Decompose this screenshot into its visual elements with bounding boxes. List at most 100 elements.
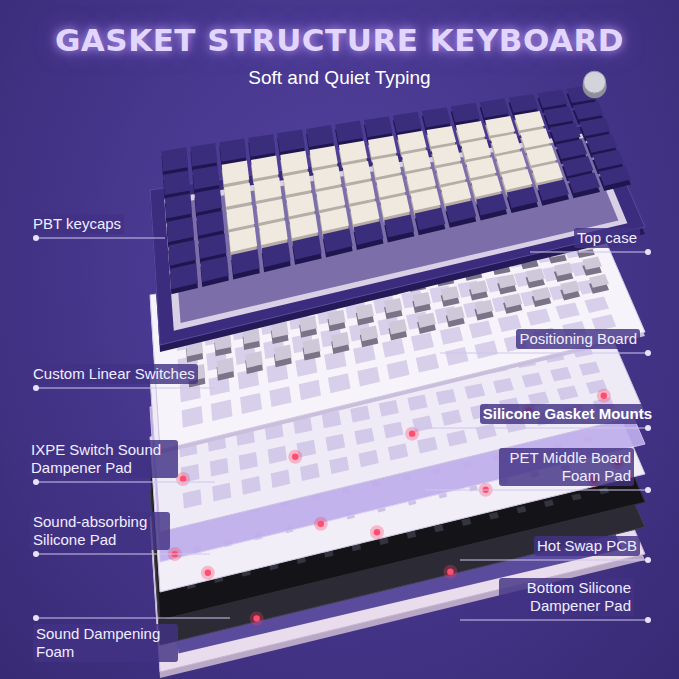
keycap: [393, 112, 422, 133]
leader-line: [36, 388, 215, 389]
keycap: [320, 208, 349, 232]
plate-cutout: [387, 360, 410, 379]
keycap: [556, 139, 587, 159]
keycap: [286, 193, 315, 217]
keycap: [193, 166, 220, 190]
switch-top: [356, 304, 374, 320]
keycap: [415, 207, 445, 230]
leader-line: [425, 490, 648, 491]
keycap: [201, 256, 229, 282]
keycap: [167, 217, 194, 242]
ixpe-cutout: [241, 476, 260, 495]
keycaps: [162, 71, 631, 294]
keycap: [520, 128, 551, 148]
keycap: [306, 125, 334, 147]
leader-dot: [33, 615, 39, 621]
switch-top: [497, 274, 516, 288]
keycap: [427, 126, 457, 147]
keycap: [372, 155, 401, 177]
top-case: [150, 123, 645, 345]
keycap: [163, 171, 190, 196]
leader-dot: [645, 617, 651, 623]
gasket-dot: [447, 569, 453, 575]
keycap: [476, 194, 507, 216]
ixpe-cutout: [550, 367, 571, 382]
plate-cutout: [527, 309, 551, 326]
keycap: [316, 187, 345, 210]
pcb-socket: [544, 500, 554, 507]
gasket-glow: [201, 566, 215, 580]
keycap: [339, 141, 368, 163]
keycap: [310, 146, 338, 168]
keycap: [229, 227, 257, 252]
gasket-dot: [601, 393, 607, 399]
top-case: [150, 123, 645, 352]
keycap: [397, 131, 426, 152]
gasket-dot: [318, 521, 324, 527]
switch-top: [274, 345, 292, 362]
switch-top: [469, 280, 488, 294]
keycap: [509, 94, 539, 113]
keycap: [380, 195, 410, 218]
gasket-glow: [250, 612, 264, 626]
gasket-glow: [314, 517, 328, 531]
keycap: [599, 166, 631, 186]
keycap: [501, 169, 532, 190]
plate-cutout: [269, 386, 291, 407]
leader-line: [36, 482, 215, 483]
gasket-dot: [292, 454, 298, 460]
part-label: Custom Linear Switches: [30, 364, 198, 384]
ixpe-cutout: [522, 373, 543, 388]
subtitle: Soft and Quiet Typing: [0, 67, 679, 89]
pcb-socket: [434, 524, 444, 532]
ixpe-cutout: [329, 456, 349, 474]
ixpe-cutout: [436, 389, 456, 405]
keycap: [562, 156, 594, 176]
plate-cutout: [555, 302, 579, 319]
part-label: Bottom Silicone Dampener Pad: [499, 578, 634, 616]
plate-cutout: [353, 345, 376, 364]
keycap: [231, 249, 260, 274]
leader-line: [530, 252, 648, 253]
leader-line: [36, 618, 230, 619]
plate-cutout: [240, 393, 262, 414]
ixpe-cutout: [379, 400, 399, 416]
ixpe-cutout: [446, 430, 467, 447]
ixpe-cutout: [557, 385, 579, 400]
ixpe-cutout: [388, 443, 408, 460]
keycap: [165, 194, 192, 219]
plate-cutout: [299, 380, 321, 400]
plate-cutout: [445, 347, 469, 366]
keycap: [586, 133, 618, 152]
keycap: [456, 121, 486, 141]
volume-knob: [584, 71, 606, 93]
keycap: [471, 175, 502, 197]
leader-dot: [33, 479, 39, 485]
ixpe-cutout: [359, 450, 379, 467]
keycap: [168, 240, 196, 266]
switch-top: [303, 338, 321, 354]
gasket-glow: [370, 525, 384, 539]
keycap: [451, 103, 481, 123]
pcb-socket: [489, 512, 499, 520]
leader-dot: [33, 235, 39, 241]
keycap: [313, 166, 342, 189]
keycap: [376, 175, 406, 197]
leader-line: [36, 554, 210, 555]
ixpe-cutout: [493, 378, 514, 393]
ixpe-cutout: [441, 410, 462, 426]
plate-cutout: [211, 399, 233, 421]
keycap: [496, 151, 527, 172]
gasket-dot: [205, 570, 211, 576]
plate-cutout: [328, 373, 351, 393]
switch-top: [331, 332, 349, 348]
plate-cutout: [382, 339, 405, 358]
pcb-socket: [571, 493, 581, 500]
keycap: [485, 116, 515, 136]
plate-cutout: [357, 367, 380, 387]
leader-dot: [33, 551, 39, 557]
keycap: [538, 180, 570, 201]
keycap: [461, 139, 491, 160]
switch-top: [245, 351, 263, 368]
keycap: [226, 205, 254, 230]
